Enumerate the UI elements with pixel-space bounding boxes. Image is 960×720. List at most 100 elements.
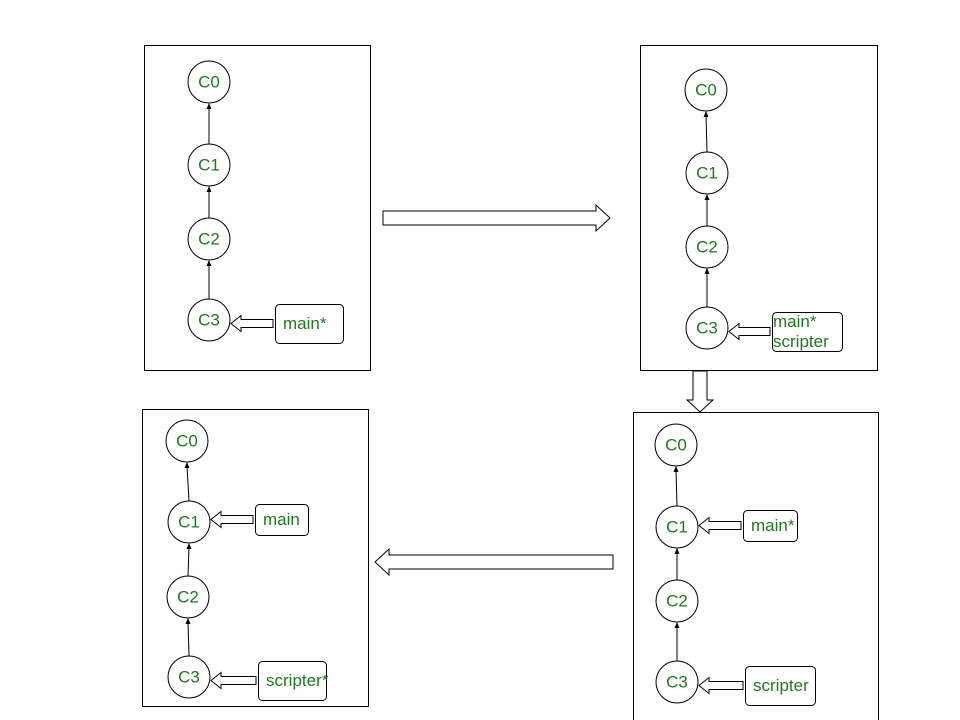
- commit-circle: [685, 306, 729, 350]
- branch-ref: main*: [230, 304, 344, 344]
- ref-pointer-arrow: [210, 510, 254, 529]
- branch-label-box: [258, 661, 327, 701]
- commit-label: C3: [178, 668, 200, 687]
- commit-label: C0: [176, 432, 198, 451]
- commit-circle: [187, 217, 231, 261]
- commit-node: C0: [187, 60, 231, 104]
- commit-label: C3: [696, 319, 718, 338]
- edge-arrowhead: [673, 466, 679, 472]
- edge-arrowhead: [186, 543, 192, 549]
- branch-ref: scripter: [698, 666, 816, 706]
- branch-label-box: [745, 666, 816, 706]
- branch-ref: scripter*: [210, 661, 329, 701]
- commit-circle: [655, 505, 699, 549]
- edge-arrowhead: [206, 103, 212, 109]
- commit-circle: [655, 579, 699, 623]
- edge-arrowhead: [703, 111, 709, 117]
- commit-node: C3: [685, 306, 729, 350]
- transition-arrow-right: [382, 203, 611, 233]
- commit-circle: [685, 225, 729, 269]
- commit-label: C2: [198, 230, 220, 249]
- ref-pointer-arrow: [698, 516, 742, 535]
- commit-label: C0: [665, 436, 687, 455]
- commit-circle: [167, 655, 211, 699]
- commit-circle: [187, 60, 231, 104]
- branch-label: scripter: [773, 332, 829, 351]
- branch-label: main*: [751, 516, 795, 535]
- transition-arrow-left: [374, 547, 614, 577]
- branch-label-box: [255, 504, 309, 536]
- commit-node: C2: [166, 575, 210, 619]
- edge-arrowhead: [185, 618, 191, 624]
- edge-arrowhead: [674, 622, 680, 628]
- parent-edge: [675, 469, 678, 507]
- commit-node: C3: [167, 655, 211, 699]
- ref-pointer-arrow: [230, 314, 274, 333]
- commit-label: C0: [198, 73, 220, 92]
- ref-pointer-arrow: [698, 676, 744, 695]
- edge-arrowhead: [674, 548, 680, 554]
- edge-arrowhead: [206, 186, 212, 192]
- commit-label: C0: [695, 81, 717, 100]
- ref-pointer-arrow: [728, 322, 771, 341]
- commit-label: C2: [666, 592, 688, 611]
- branch-label: main*: [773, 312, 817, 331]
- commit-label: C2: [696, 238, 718, 257]
- commit-node: C1: [187, 143, 231, 187]
- parent-edge: [187, 546, 190, 577]
- commit-circle: [187, 298, 231, 342]
- branch-label-box: [275, 304, 344, 344]
- commit-node: C0: [165, 419, 209, 463]
- commit-circle: [655, 660, 699, 704]
- branch-ref: main*: [698, 510, 798, 542]
- branch-ref: main: [210, 504, 309, 536]
- parent-edge: [187, 621, 190, 657]
- commit-node: C2: [187, 217, 231, 261]
- commit-circle: [187, 143, 231, 187]
- ref-pointer-arrow: [210, 671, 257, 690]
- commit-circle: [166, 575, 210, 619]
- parent-edge: [705, 114, 708, 153]
- commit-label: C1: [666, 518, 688, 537]
- branch-ref: main*scripter: [728, 312, 843, 352]
- transition-arrows: [374, 203, 715, 577]
- commit-label: C1: [696, 164, 718, 183]
- commit-node: C2: [685, 225, 729, 269]
- commit-circle: [684, 68, 728, 112]
- commit-circle: [654, 423, 698, 467]
- branch-label: main: [263, 510, 300, 529]
- commit-node: C0: [654, 423, 698, 467]
- commit-node: C0: [684, 68, 728, 112]
- edge-arrowhead: [206, 260, 212, 266]
- commit-circle: [167, 500, 211, 544]
- commit-node: C3: [655, 660, 699, 704]
- branch-label-box: [772, 312, 843, 352]
- edge-arrowhead: [184, 462, 190, 468]
- transition-arrow-down: [685, 370, 715, 413]
- branch-label: scripter: [753, 676, 809, 695]
- branch-label: scripter*: [266, 671, 329, 690]
- edge-arrowhead: [704, 268, 710, 274]
- commit-node: C1: [655, 505, 699, 549]
- commit-label: C3: [198, 311, 220, 330]
- branch-label-box: [743, 510, 798, 542]
- parent-edge: [186, 465, 190, 502]
- commit-circle: [685, 151, 729, 195]
- commit-label: C3: [666, 673, 688, 692]
- commit-circle: [165, 419, 209, 463]
- commit-label: C1: [198, 156, 220, 175]
- edge-arrowhead: [704, 194, 710, 200]
- commit-node: C3: [187, 298, 231, 342]
- commit-label: C1: [178, 513, 200, 532]
- commit-node: C1: [685, 151, 729, 195]
- commit-node: C1: [167, 500, 211, 544]
- commit-label: C2: [177, 588, 199, 607]
- branch-label: main*: [283, 314, 327, 333]
- commit-node: C2: [655, 579, 699, 623]
